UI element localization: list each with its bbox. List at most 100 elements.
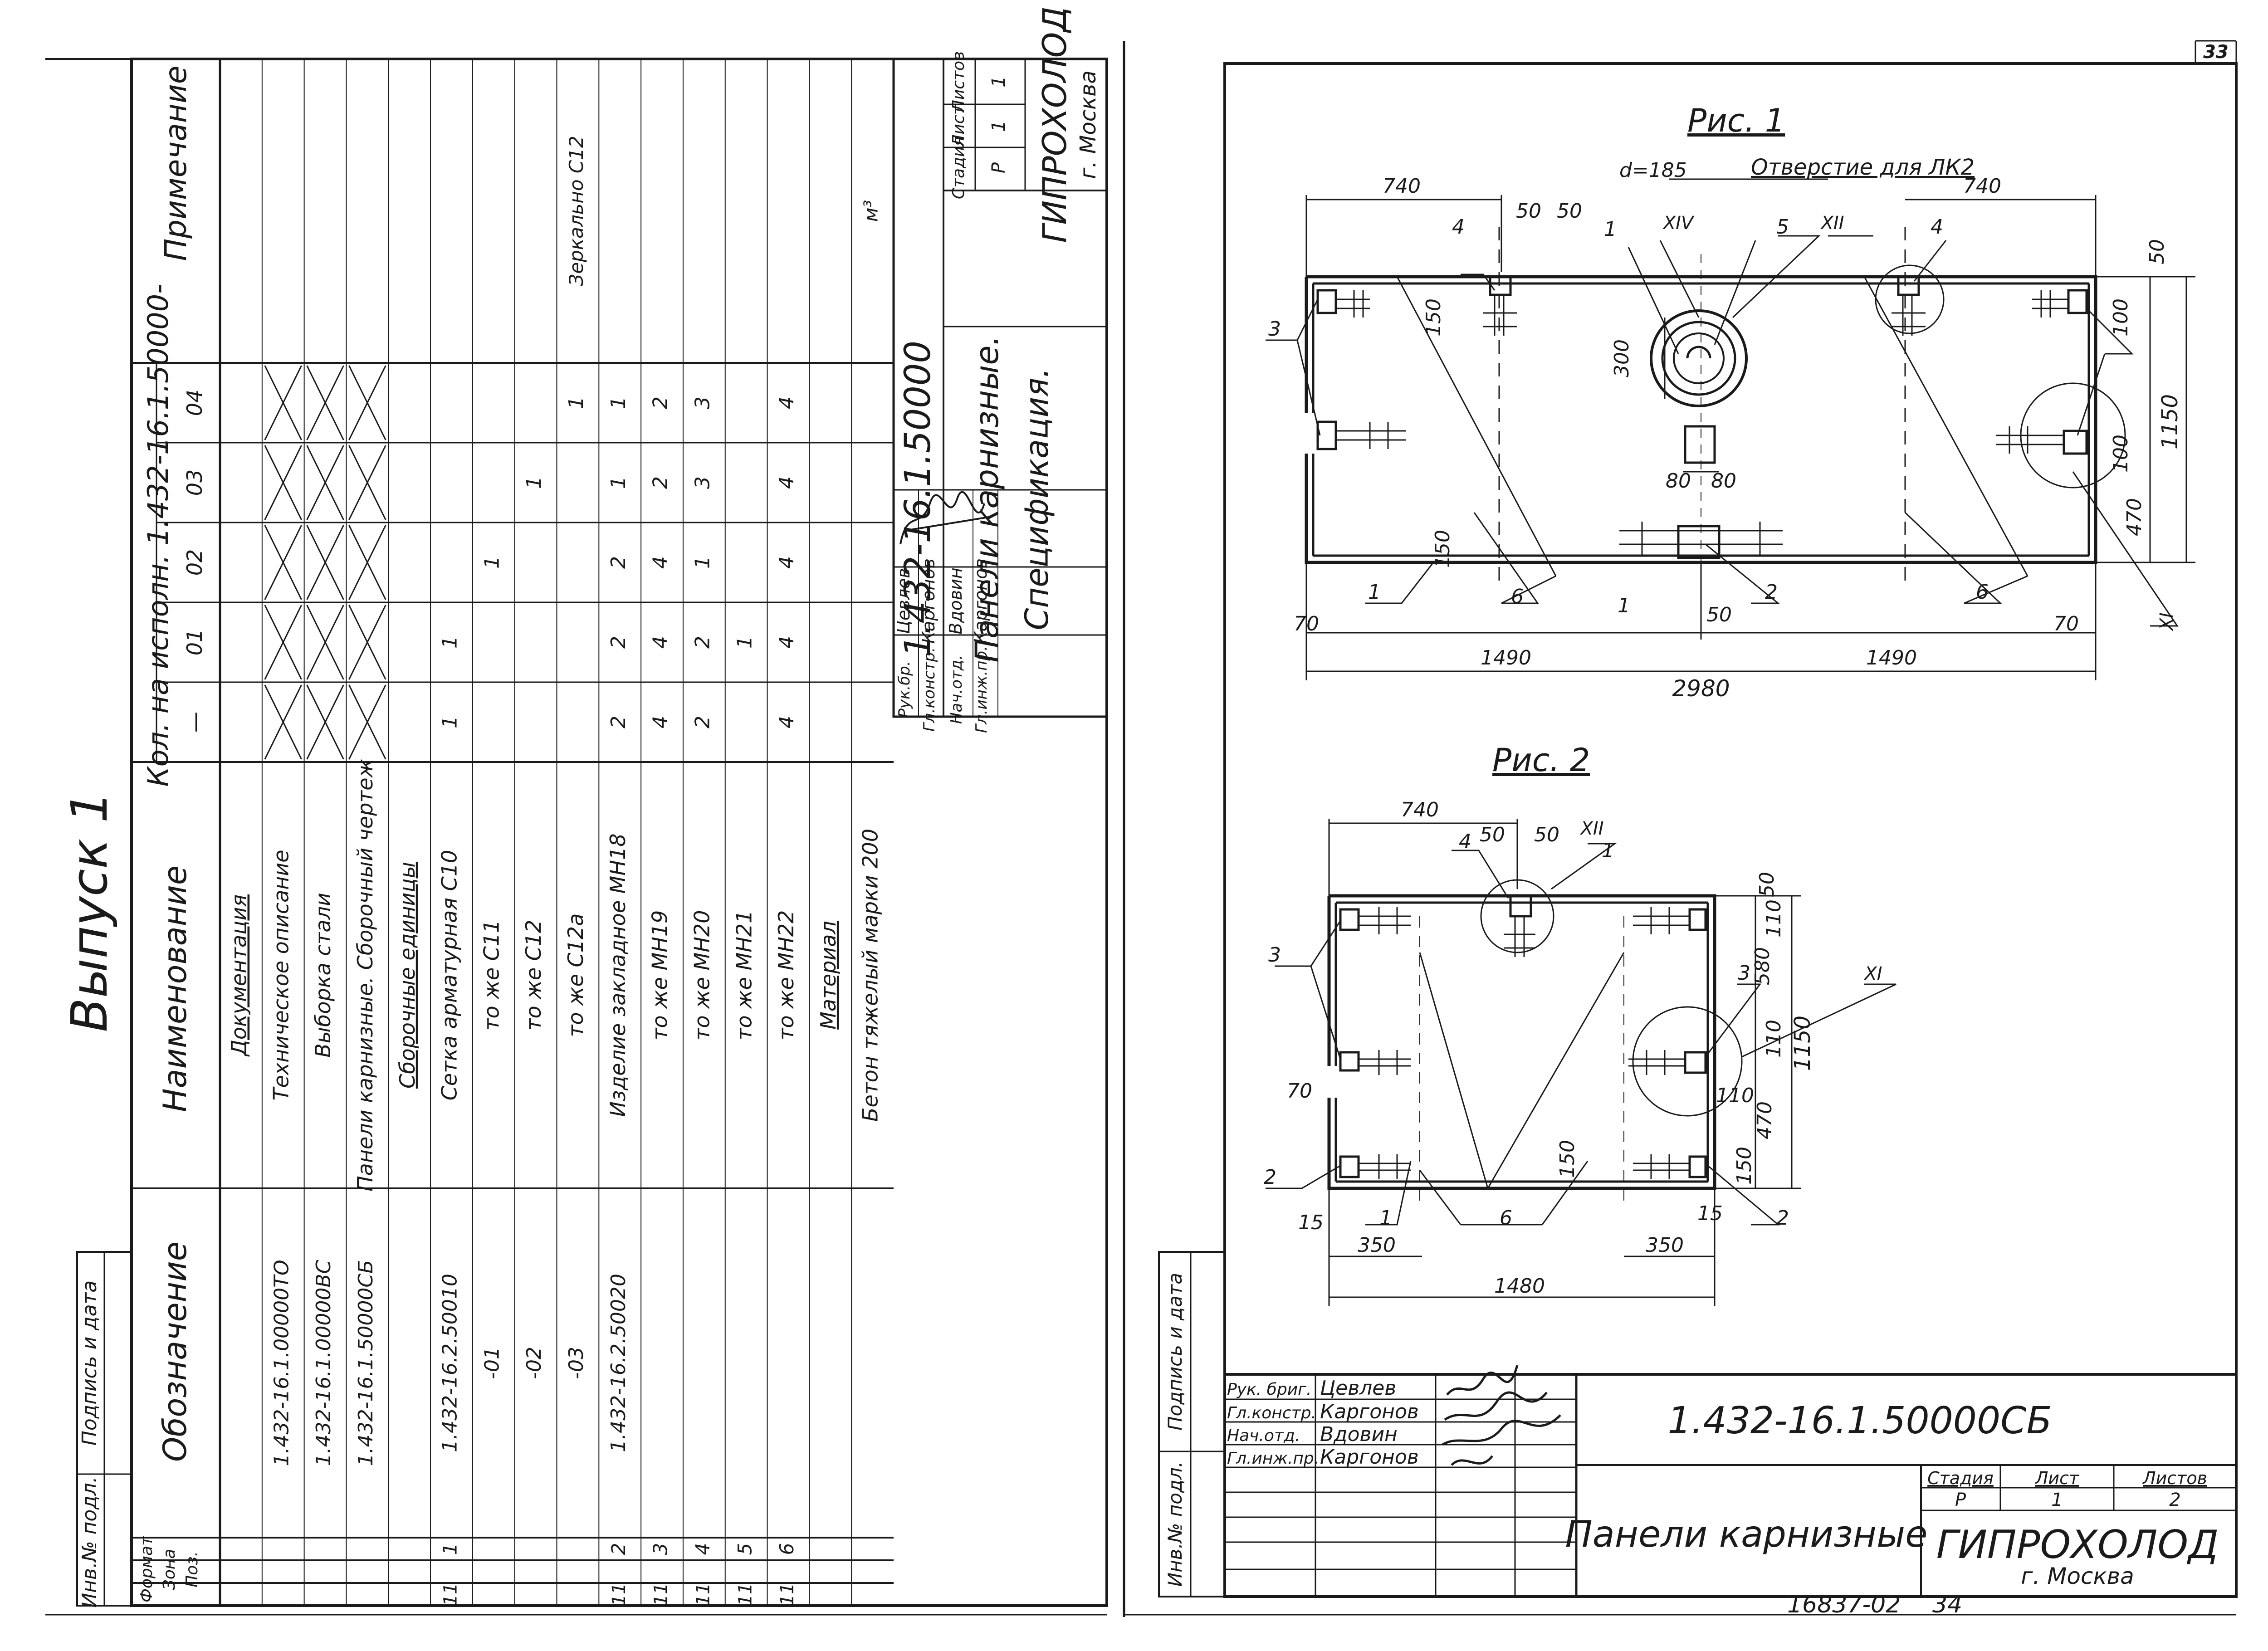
drawing-signer-3-name: Каргонов (1320, 1446, 1419, 1469)
qty-col-header-3: 03 (182, 469, 207, 496)
row-2-qty-3-cross (306, 445, 344, 520)
fig1-marks-4: 3 (1268, 318, 1281, 341)
row-10-qty-0: 4 (649, 716, 672, 728)
row-11-qty-0: 2 (691, 716, 714, 728)
drawing-signer-1-name: Каргонов (1320, 1400, 1419, 1423)
fig2-caption: Рис. 2 (1492, 742, 1590, 779)
drawing-signatures (1442, 1365, 1561, 1466)
row-12-name: то же МН21 (732, 910, 756, 1040)
row-15-name: Бетон тяжелый марки 200 (858, 829, 883, 1122)
fig2-dims-2: 50 (1534, 823, 1559, 846)
fig1-marks-6: 4 (1931, 215, 1943, 239)
row-3-qty-1-cross (348, 605, 386, 680)
fig2-marks-1: 1 (1379, 1206, 1392, 1230)
fig1-dims-9: 50 (2146, 239, 2169, 264)
spec-sheet: 1 (988, 120, 1009, 132)
vypusk-label: Выпуск 1 (60, 791, 118, 1032)
fig1-marks-7: 5 (1776, 215, 1789, 239)
drawing-sheet-label: Лист (2034, 1468, 2080, 1488)
drawing-signer-2-name: Вдовин (1320, 1423, 1398, 1446)
spec-title-block: 1.432-16.1.50000 Панели карнизные. Специ… (892, 6, 1108, 733)
fig2-dims-10: 110 (1716, 1084, 1754, 1107)
row-3-qty-3-cross (348, 445, 386, 520)
specification-sheet: Выпуск 1 Инв.№ подл. Подпись и дата —010… (45, 6, 1108, 1616)
fig1-dims-13: 1150 (2157, 394, 2183, 449)
fig2-dims-17: 1480 (1494, 1275, 1545, 1298)
spec-sheets: 1 (988, 76, 1009, 87)
fig1-dims-10: 100 (2109, 298, 2132, 337)
row-5-qty-1: 1 (439, 636, 462, 649)
drawing-title-block: Рук. бриг. Гл.констр. Нач.отд. Гл.инж.пр… (1223, 1365, 2238, 1598)
fig2-dims-11: 150 (1556, 1140, 1579, 1178)
drawing-signer-0-role: Рук. бриг. (1227, 1380, 1311, 1399)
row-9-format: 11 (609, 1583, 630, 1606)
fig2-dims-7: 1150 (1790, 1016, 1815, 1071)
qty-col-header-2: 02 (182, 549, 207, 576)
row-2-qty-0-cross (306, 684, 344, 760)
drawing-side-stamp-sign: Подпись и дата (1164, 1273, 1186, 1431)
fig1-marks-2: 1 (1368, 581, 1381, 604)
drawing-side-stamp: Инв.№ подл. Подпись и дата (1158, 1251, 1226, 1597)
row-13-name: то же МН22 (774, 910, 798, 1040)
row-8-note: Зеркально С12 (565, 136, 587, 286)
drawing-sheets: 2 (2169, 1490, 2180, 1510)
fig1-marks-0: 1 (1604, 218, 1617, 241)
fig1-dims-18: 1490 (1866, 646, 1917, 669)
spec-signer-0-role: Рук.бр. (895, 661, 914, 718)
fig2-dims-13: 15 (1298, 1211, 1324, 1234)
fig1-dims-1: 50 (1516, 200, 1541, 223)
row-12-format: 11 (735, 1583, 756, 1606)
row-11-qty-4: 3 (691, 396, 714, 409)
row-1-qty-0-cross (264, 684, 302, 760)
row-4-name: Сборочные единицы (395, 862, 420, 1089)
row-2-qty-4-cross (306, 365, 344, 440)
spec-signer-3-role: Гл.инж.пр. (973, 646, 991, 733)
hdr-note: Примечание (158, 66, 193, 261)
drawing-signer-0-name: Цевлев (1320, 1377, 1396, 1400)
spec-stage: Р (988, 162, 1009, 173)
row-3-qty-4-cross (348, 365, 386, 440)
fig1-dims-2: 50 (1557, 200, 1582, 223)
fig1-marks-5: 4 (1452, 215, 1465, 239)
row-13-format: 11 (777, 1583, 798, 1606)
drawing-sheets-label: Листов (2142, 1468, 2207, 1488)
hdr-zone: Зона (160, 1549, 179, 1590)
row-3-qty-0-cross (348, 684, 386, 760)
fig1-nodes-0: XIV (1662, 213, 1695, 234)
fig2-dims-4: 110 (1762, 899, 1785, 938)
row-9-name: Изделие закладное МН18 (606, 834, 630, 1117)
spec-side-stamp: Инв.№ подл. Подпись и дата (76, 1251, 132, 1608)
fig1-dims-3: 740 (1963, 175, 2001, 198)
spec-side-stamp-sign: Подпись и дата (78, 1280, 101, 1446)
fig1-dims-12: 470 (2123, 498, 2146, 536)
fig2-dims-12: 150 (1733, 1147, 1756, 1185)
figure-2: Рис. 2 (1264, 742, 1897, 1306)
row-10-qty-1: 4 (649, 636, 672, 649)
row-12-pos: 5 (733, 1543, 756, 1555)
drawing-signer-1-role: Гл.констр. (1227, 1404, 1316, 1422)
bottom-page-number: 34 (1932, 1591, 1962, 1618)
fig1-dims-7: 150 (1422, 298, 1445, 337)
row-1-qty-1-cross (264, 605, 302, 680)
drawing-stage: Р (1955, 1490, 1966, 1510)
row-5-format: 11 (440, 1583, 461, 1606)
drawing-signer-3-role: Гл.инж.пр. (1227, 1449, 1319, 1468)
row-1-qty-2-cross (264, 525, 302, 600)
row-0-name: Документация (227, 894, 251, 1057)
spec-grid (130, 58, 894, 1607)
drawing-city: г. Москва (2021, 1563, 2134, 1589)
fig1-hole-note: Отверстие для ЛК2 (1751, 155, 1975, 180)
row-5-pos: 1 (439, 1543, 461, 1555)
spec-signer-2-role: Нач.отд. (948, 655, 966, 724)
row-1-designation: 1.432-16.1.00000ТО (270, 1260, 293, 1466)
drawing-title: Панели карнизные (1565, 1513, 1928, 1555)
row-13-qty-3: 4 (775, 476, 798, 489)
row-5-designation: 1.432-16.2.50010 (439, 1274, 462, 1452)
spec-sheet-label: Лист (949, 105, 968, 147)
fig2-marks-7: 6 (1500, 1206, 1512, 1230)
row-13-qty-4: 4 (775, 396, 798, 409)
row-7-designation: -02 (523, 1347, 546, 1379)
row-13-qty-2: 4 (775, 556, 798, 569)
